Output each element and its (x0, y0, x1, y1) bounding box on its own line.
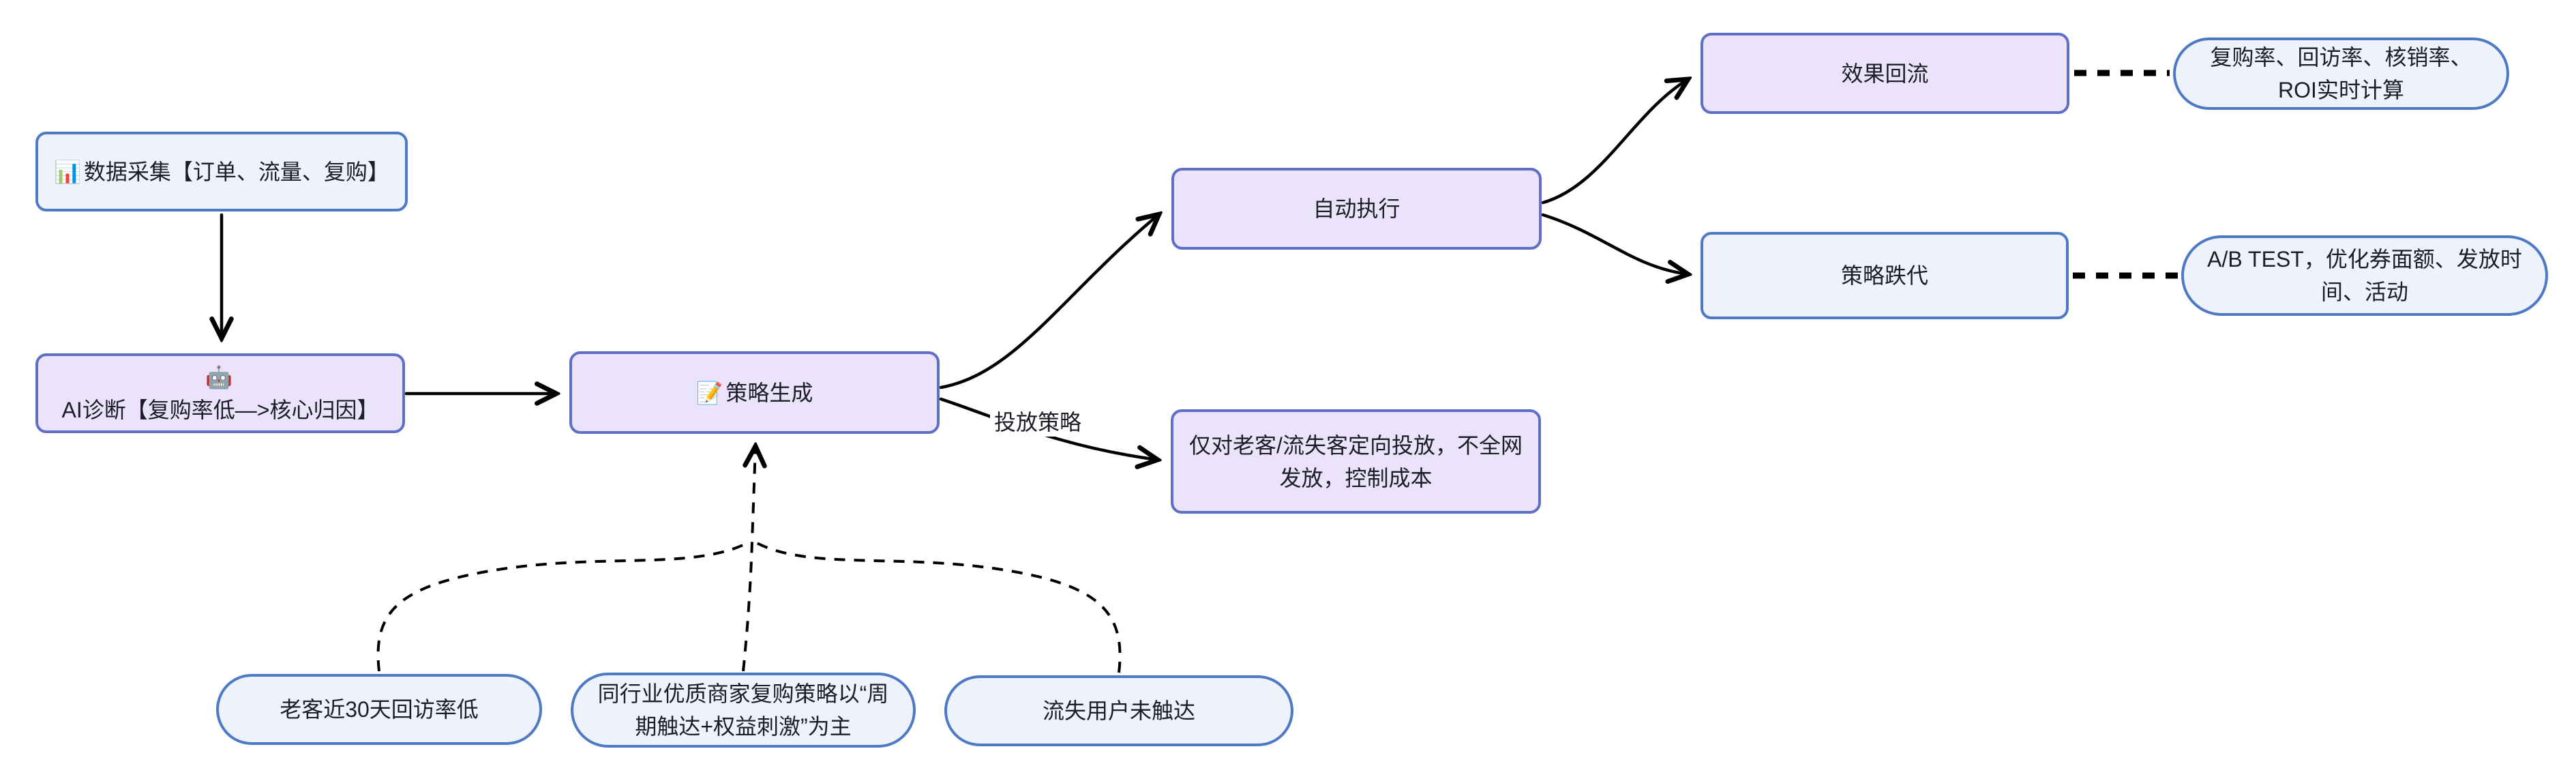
node-churned-users-unreached-label: 流失用户未触达 (1042, 699, 1195, 723)
node-auto-execution: 自动执行 (1171, 168, 1542, 250)
node-ab-test-label: A/B TEST，优化券面额、发放时间、活动 (2207, 247, 2522, 304)
edge-churned-users-to-strategy-generation (753, 540, 1122, 673)
node-realtime-metrics-label: 复购率、回访率、核销率、ROI实时计算 (2210, 45, 2472, 102)
node-ai-diagnosis-text: 🤖 AI诊断【复购率低—>核心归因】 (50, 361, 390, 426)
memo-icon: 📝 (695, 380, 723, 405)
edge-label-delivery-strategy: 投放策略 (990, 408, 1086, 437)
node-effect-feedback: 效果回流 (1701, 33, 2069, 114)
node-industry-benchmark: 同行业优质商家复购策略以“周期触达+权益刺激”为主 (571, 673, 916, 748)
node-strategy-generation-label: 策略生成 (725, 380, 813, 405)
node-old-customer-revisit-low: 老客近30天回访率低 (216, 674, 542, 745)
node-ai-diagnosis-label: AI诊断【复购率低—>核心归因】 (61, 397, 379, 422)
node-auto-execution-label: 自动执行 (1313, 196, 1401, 221)
node-ai-diagnosis: 🤖 AI诊断【复购率低—>核心归因】 (35, 353, 405, 433)
node-strategy-iteration-label: 策略跌代 (1840, 263, 1928, 288)
node-industry-benchmark-label: 同行业优质商家复购策略以“周期触达+权益刺激”为主 (597, 681, 889, 739)
edge-strategy-generation-to-auto-execution (939, 214, 1159, 389)
node-data-collection-label: 数据采集【订单、流量、复购】 (83, 159, 389, 184)
node-old-customer-revisit-low-label: 老客近30天回访率低 (280, 697, 479, 722)
node-realtime-metrics: 复购率、回访率、核销率、ROI实时计算 (2173, 38, 2509, 110)
node-data-collection: 📊数据采集【订单、流量、复购】 (35, 132, 408, 211)
node-effect-feedback-label: 效果回流 (1841, 61, 1929, 86)
node-ab-test: A/B TEST，优化券面额、发放时间、活动 (2181, 235, 2548, 316)
edge-auto-execution-to-effect-feedback (1541, 79, 1688, 205)
node-data-collection-text: 📊数据采集【订单、流量、复购】 (54, 156, 389, 188)
edge-auto-execution-to-strategy-iteration (1541, 213, 1688, 274)
node-strategy-iteration: 策略跌代 (1701, 232, 2069, 319)
node-targeted-delivery: 仅对老客/流失客定向投放，不全网发放，控制成本 (1171, 409, 1541, 514)
node-strategy-generation: 📝策略生成 (569, 351, 940, 434)
edge-industry-benchmark-to-strategy-generation (742, 446, 755, 672)
node-churned-users-unreached: 流失用户未触达 (944, 675, 1293, 746)
robot-icon: 🤖 (205, 364, 233, 389)
node-targeted-delivery-label: 仅对老客/流失客定向投放，不全网发放，控制成本 (1189, 432, 1523, 490)
bar-chart-icon: 📊 (54, 159, 81, 184)
node-strategy-generation-text: 📝策略生成 (696, 377, 813, 409)
edge-old-customer-to-strategy-generation (376, 540, 751, 672)
